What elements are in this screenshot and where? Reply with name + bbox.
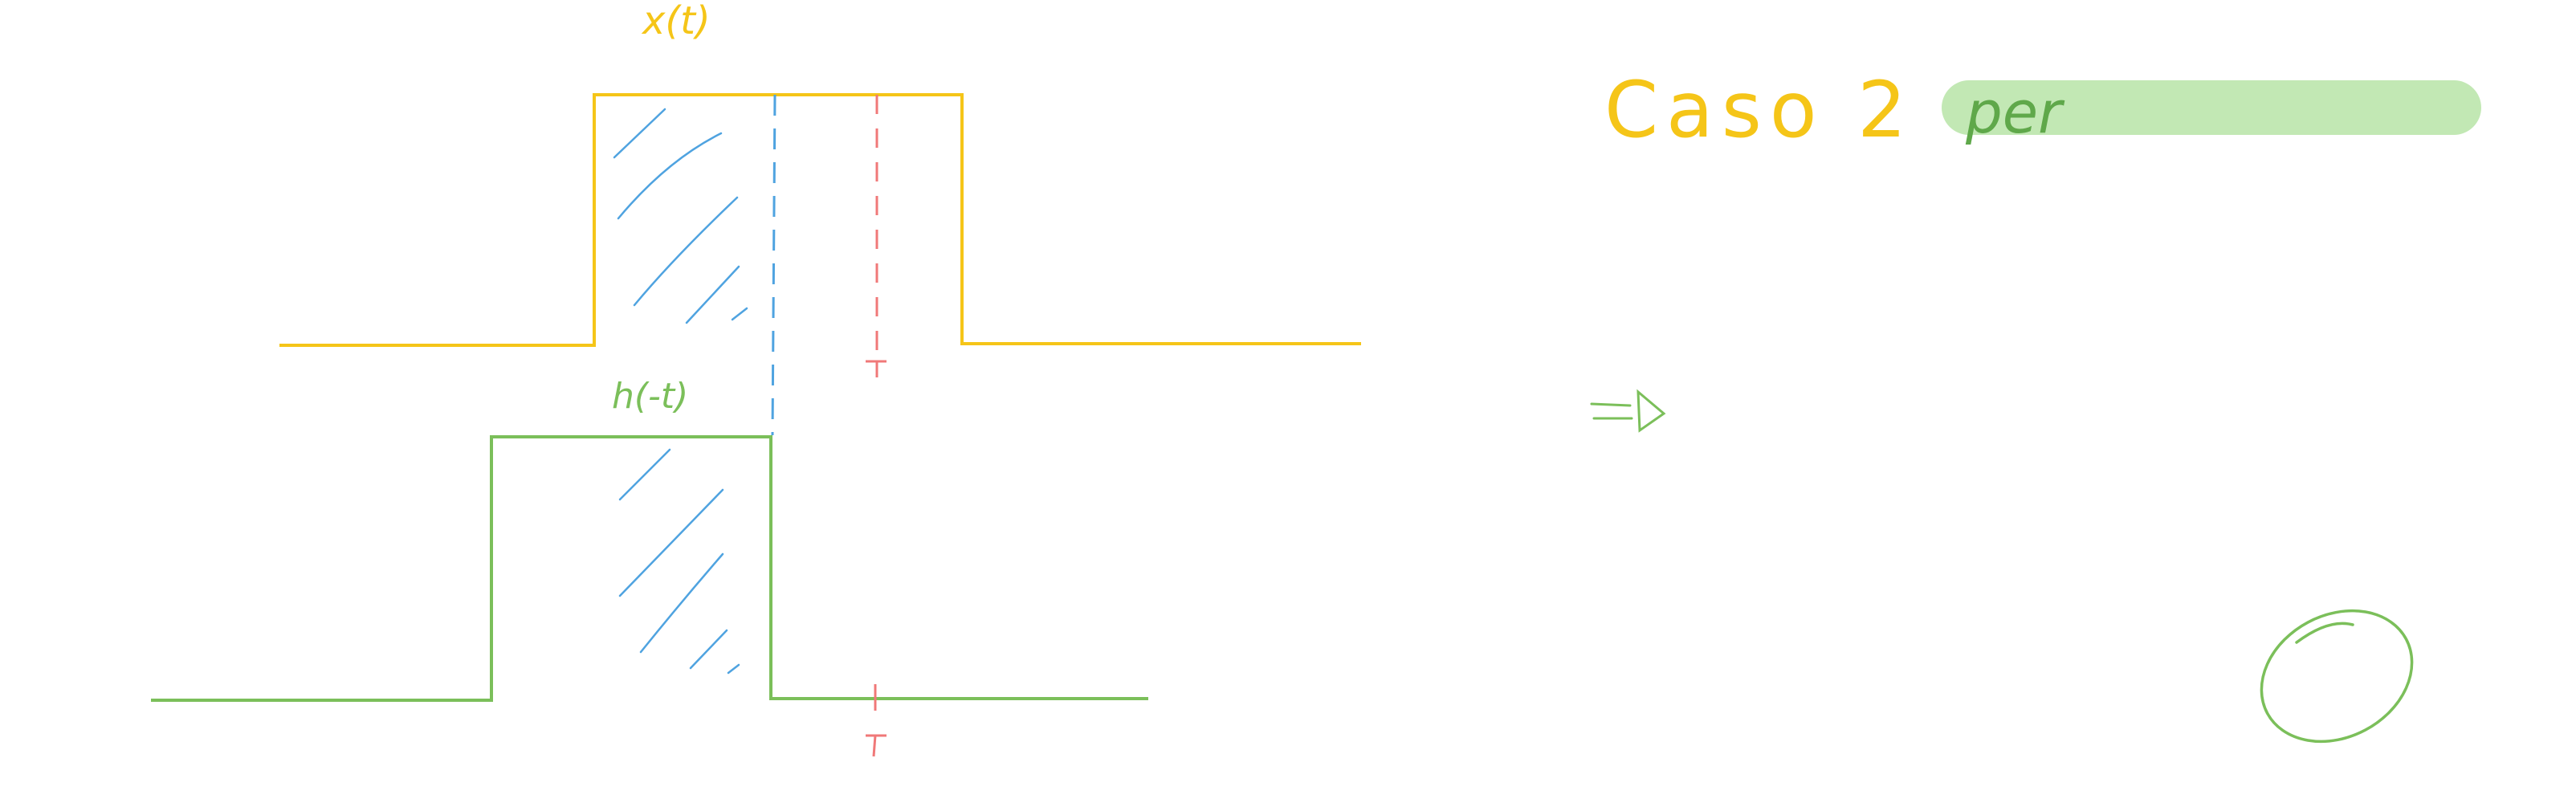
tau-label-bottom bbox=[866, 734, 887, 757]
h-signal-pulse bbox=[151, 435, 1148, 702]
x-signal-label: x(t) bbox=[641, 0, 711, 43]
overlap-boundary-line bbox=[771, 94, 776, 436]
case-title: Caso 2 bbox=[1604, 65, 1914, 155]
hatch-region-top bbox=[613, 108, 748, 324]
implies-arrow-icon bbox=[1590, 389, 1666, 433]
highlight-bar bbox=[1942, 80, 2481, 135]
x-signal-pulse bbox=[279, 93, 1361, 347]
tau-label-top bbox=[866, 360, 887, 377]
hatch-region-bottom bbox=[618, 448, 740, 675]
highlight-text: per bbox=[1965, 79, 2065, 146]
h-signal-label: h(-t) bbox=[612, 376, 688, 417]
scribble-ellipse bbox=[2260, 609, 2414, 744]
